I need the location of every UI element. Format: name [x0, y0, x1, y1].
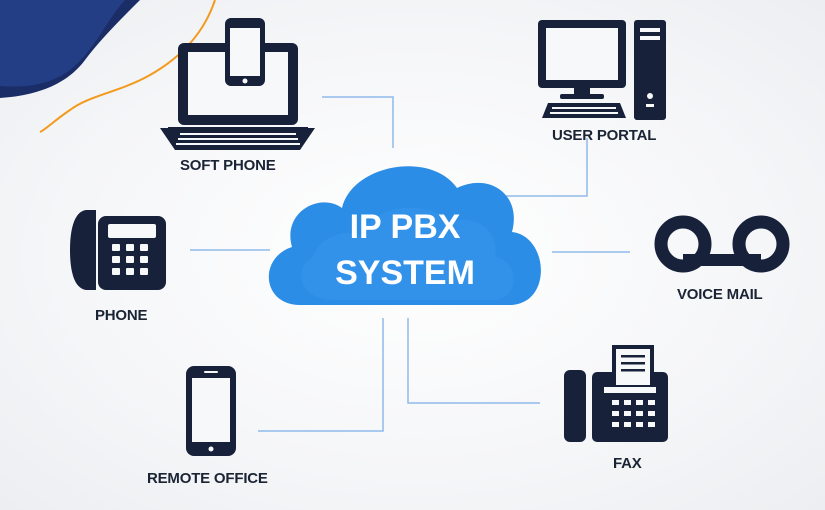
- connector-user-portal: [494, 138, 588, 197]
- voicemail-icon: [654, 215, 790, 273]
- fax-machine-icon: [564, 345, 668, 442]
- node-label-fax: FAX: [613, 455, 642, 472]
- connector-fax: [407, 318, 540, 404]
- corner-decoration: [0, 0, 216, 133]
- desktop-computer-icon: [538, 20, 666, 120]
- node-label-user-portal: USER PORTAL: [552, 127, 657, 144]
- center-title-line1: IP PBX: [349, 208, 461, 246]
- node-label-phone: PHONE: [95, 307, 148, 324]
- node-label-soft-phone: SOFT PHONE: [180, 157, 276, 174]
- smartphone-icon: [186, 366, 236, 456]
- center-title-line2: SYSTEM: [335, 254, 475, 292]
- node-label-remote-office: REMOTE OFFICE: [147, 470, 268, 487]
- connector-remote-office: [258, 318, 384, 432]
- desk-phone-icon: [70, 210, 166, 290]
- laptop-with-smartphone-icon: [160, 18, 315, 150]
- connector-soft-phone: [322, 96, 394, 148]
- connectors: [190, 96, 630, 432]
- cloud-shape: [268, 166, 541, 305]
- node-label-voice-mail: VOICE MAIL: [677, 286, 763, 303]
